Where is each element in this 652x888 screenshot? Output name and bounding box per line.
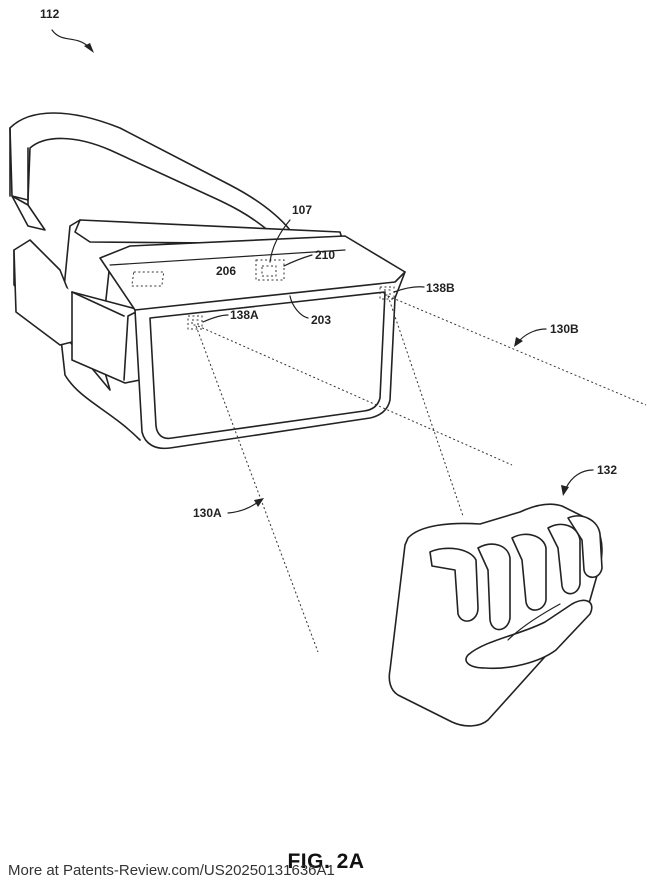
arrow-132-head [561,485,569,496]
arrow-130a-head [254,498,264,507]
arrow-112 [52,30,90,48]
hand-drawing [389,504,602,726]
front-housing [100,236,405,448]
sensing-field-130b [388,296,646,516]
footer-source-link[interactable]: More at Patents-Review.com/US20250131636… [8,862,335,879]
arrow-130a [228,502,258,513]
label-206: 206 [216,264,236,278]
label-112: 112 [40,7,60,21]
label-107: 107 [292,203,312,217]
label-138a: 138A [230,308,259,322]
head-strap [10,113,290,232]
arrow-132 [566,470,593,488]
arrow-130b [520,329,546,340]
label-130b: 130B [550,322,579,336]
label-132: 132 [597,463,617,477]
label-203: 203 [311,313,331,327]
label-130a: 130A [193,506,222,520]
label-210: 210 [315,248,335,262]
label-138b: 138B [426,281,455,295]
